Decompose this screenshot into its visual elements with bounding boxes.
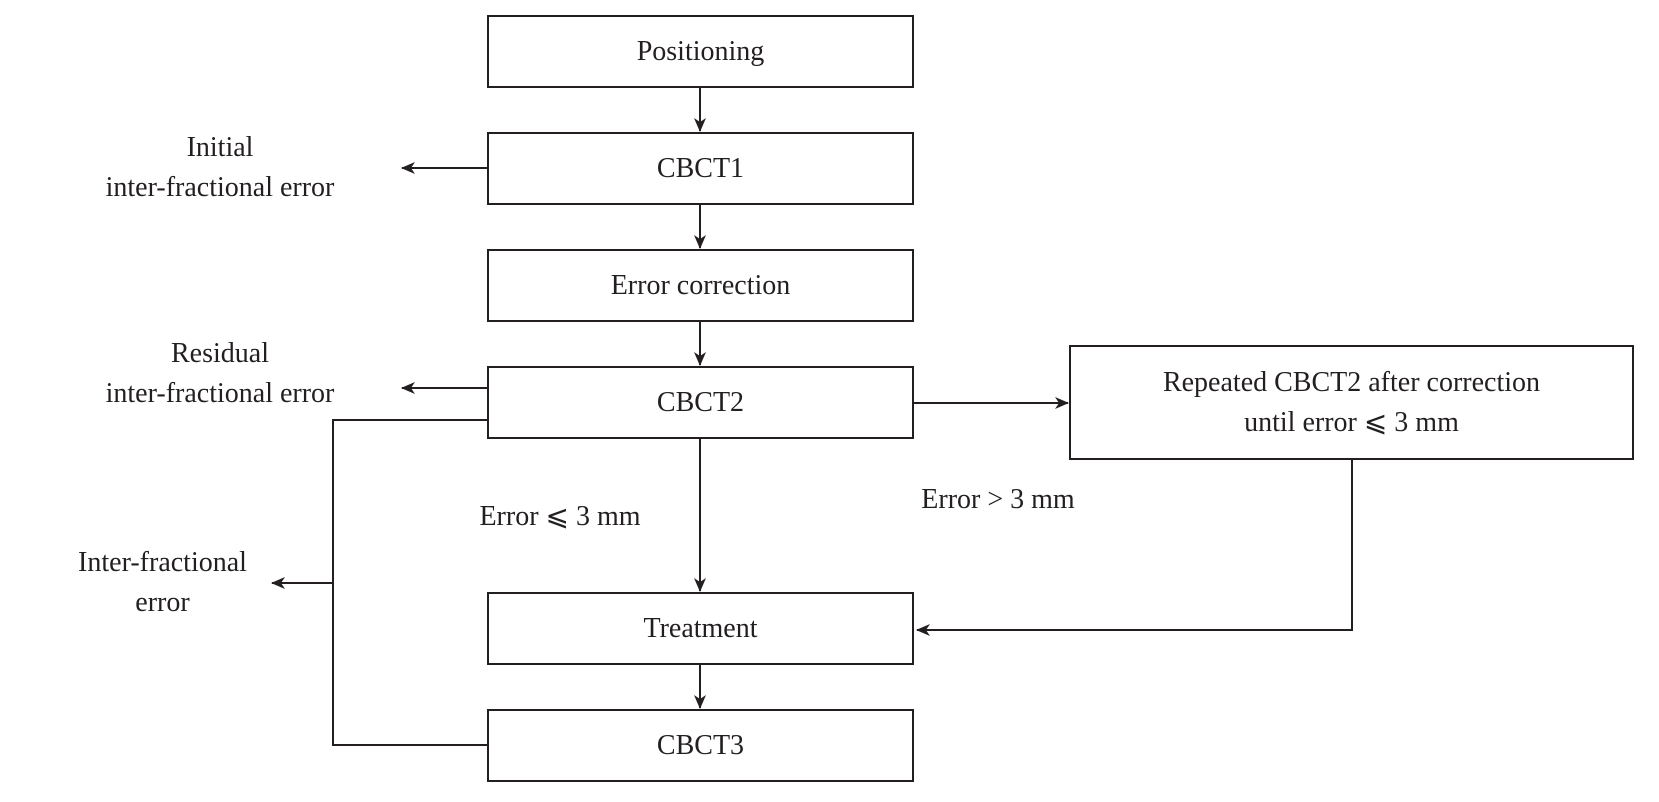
box-error-correction-label: Error correction <box>610 269 791 301</box>
box-repeated-cbct2: Repeated CBCT2 after correction until er… <box>1069 345 1634 460</box>
box-error-correction: Error correction <box>487 249 914 322</box>
box-positioning: Positioning <box>487 15 914 88</box>
box-cbct2: CBCT2 <box>487 366 914 439</box>
box-cbct1-label: CBCT1 <box>656 152 745 184</box>
box-treatment-label: Treatment <box>643 612 758 644</box>
arrow-repeated-to-treatment <box>916 460 1353 636</box>
label-inter-fractional-error: Inter-fractional error <box>40 543 285 623</box>
label-error-le-3mm: Error ⩽ 3 mm <box>479 501 641 532</box>
box-positioning-label: Positioning <box>636 35 765 67</box>
label-residual-error: Residual inter-fractional error <box>60 334 380 414</box>
box-repeated-line1: Repeated CBCT2 after correction <box>1162 367 1541 399</box>
box-cbct3: CBCT3 <box>487 709 914 782</box>
label-initial-line2: inter-fractional error <box>105 172 335 203</box>
label-inter-line2: error <box>135 587 190 618</box>
label-initial-error: Initial inter-fractional error <box>60 128 380 208</box>
box-treatment: Treatment <box>487 592 914 665</box>
label-residual-line1: Residual <box>171 338 269 369</box>
label-error-gt-3mm: Error > 3 mm <box>921 484 1075 515</box>
label-initial-line1: Initial <box>186 132 254 163</box>
box-cbct1: CBCT1 <box>487 132 914 205</box>
box-cbct2-label: CBCT2 <box>656 386 745 418</box>
box-repeated-line2: until error ⩽ 3 mm <box>1244 406 1459 438</box>
label-inter-line1: Inter-fractional <box>78 547 247 578</box>
box-cbct3-label: CBCT3 <box>656 729 745 761</box>
line-cbct2-cbct3-bracket <box>332 419 487 746</box>
label-residual-line2: inter-fractional error <box>105 378 335 409</box>
